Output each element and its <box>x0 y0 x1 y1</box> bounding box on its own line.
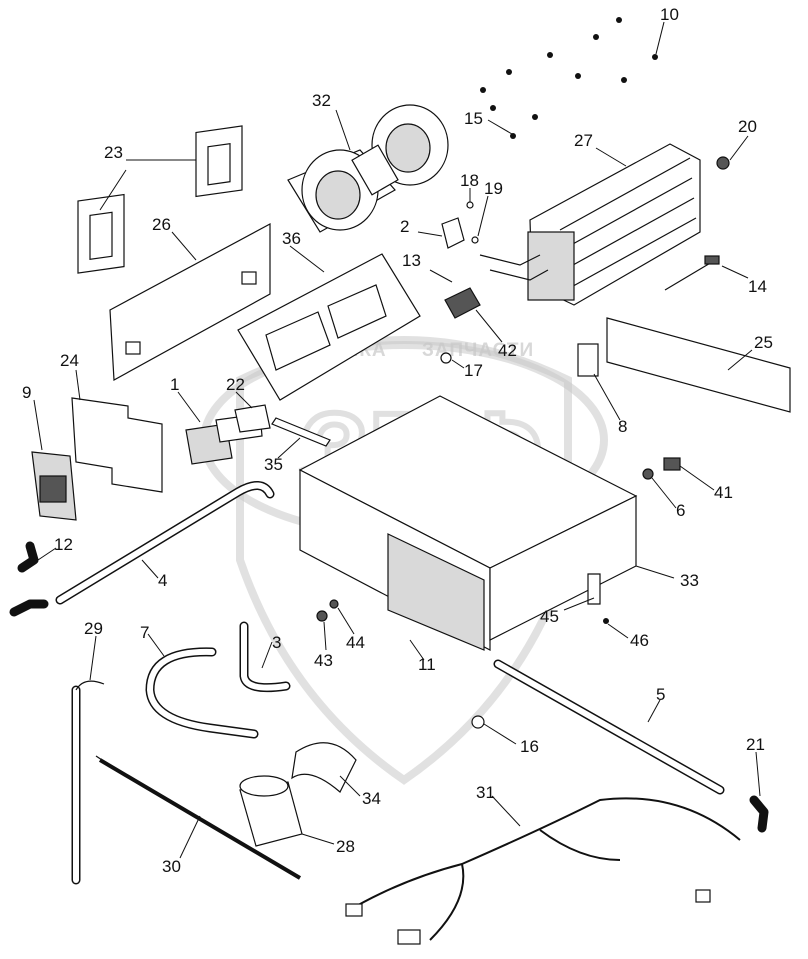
panel-26 <box>109 222 271 381</box>
screws-10 <box>480 17 658 139</box>
fitting-41 <box>663 457 681 471</box>
sensor-14 <box>664 255 720 291</box>
leader-lines <box>33 21 761 859</box>
callout-11: 11 <box>418 655 436 674</box>
callout-43: 43 <box>314 651 333 670</box>
callout-26: 26 <box>152 215 171 234</box>
callout-35: 35 <box>264 455 283 474</box>
callout-20: 20 <box>738 117 757 136</box>
hose-29 <box>71 680 105 885</box>
label-8 <box>577 343 599 377</box>
filter-frames-23 <box>77 125 243 274</box>
shroud-34 <box>291 742 357 793</box>
insulation-24 <box>71 397 163 493</box>
callout-12: 12 <box>54 535 73 554</box>
callout-17: 17 <box>464 361 483 380</box>
fitting-6 <box>642 468 654 480</box>
callout-2: 2 <box>400 217 409 236</box>
strip-35 <box>271 417 331 447</box>
bracket-22 <box>234 404 271 433</box>
grommet-20 <box>716 156 730 170</box>
expansion-valve-2 <box>441 217 465 249</box>
callout-8: 8 <box>618 417 627 436</box>
callout-16: 16 <box>520 737 539 756</box>
bracket-plate-36 <box>237 253 421 401</box>
callout-10: 10 <box>660 5 679 24</box>
callout-27: 27 <box>574 131 593 150</box>
tube-5 <box>493 659 725 795</box>
callout-4: 4 <box>158 571 167 590</box>
callout-9: 9 <box>22 383 31 402</box>
callout-23: 23 <box>104 143 123 162</box>
clamp-16 <box>471 715 485 729</box>
elbow-small <box>9 599 49 617</box>
drier-28 <box>239 775 303 847</box>
callout-46: 46 <box>630 631 649 650</box>
o-ring-18 <box>466 201 474 209</box>
callout-3: 3 <box>272 633 281 652</box>
callout-14: 14 <box>748 277 767 296</box>
callout-7: 7 <box>140 623 149 642</box>
callout-13: 13 <box>402 251 421 270</box>
core-pipes <box>479 254 549 281</box>
clip-17 <box>440 352 452 364</box>
control-head-9 <box>31 451 77 521</box>
callout-labels: 10 15 32 27 20 23 18 19 26 2 36 13 14 42… <box>22 5 773 876</box>
callout-24: 24 <box>60 351 79 370</box>
callout-1: 1 <box>170 375 179 394</box>
callout-29: 29 <box>84 619 103 638</box>
callout-45: 45 <box>540 607 559 626</box>
callout-18: 18 <box>460 171 479 190</box>
screw-46 <box>603 618 609 624</box>
main-housing-33 <box>298 395 638 651</box>
callout-41: 41 <box>714 483 733 502</box>
line-7 <box>145 647 259 739</box>
callout-6: 6 <box>676 501 685 520</box>
callout-15: 15 <box>464 109 483 128</box>
callout-31: 31 <box>476 783 495 802</box>
o-ring-19 <box>471 236 479 244</box>
bracket-45 <box>587 573 601 605</box>
callout-22: 22 <box>226 375 245 394</box>
callout-5: 5 <box>656 685 665 704</box>
callout-21: 21 <box>746 735 765 754</box>
harness-31 <box>345 797 741 945</box>
line-30 <box>95 755 302 880</box>
callout-30: 30 <box>162 857 181 876</box>
elbow-12 <box>17 541 39 573</box>
callout-19: 19 <box>484 179 503 198</box>
elbow-21 <box>749 795 769 833</box>
part-44 <box>329 599 339 609</box>
callout-25: 25 <box>754 333 773 352</box>
callout-44: 44 <box>346 633 365 652</box>
hose-4 <box>55 481 275 605</box>
watermark-right-text: ЗАПЧАСТИ <box>422 340 534 361</box>
callout-34: 34 <box>362 789 381 808</box>
heater-core-27 <box>527 143 701 306</box>
callout-28: 28 <box>336 837 355 856</box>
resistor-42 <box>444 287 481 319</box>
part-43 <box>316 610 328 622</box>
callout-36: 36 <box>282 229 301 248</box>
blower-motor-32 <box>287 104 449 233</box>
callout-33: 33 <box>680 571 699 590</box>
callout-32: 32 <box>312 91 331 110</box>
callout-42: 42 <box>498 341 517 360</box>
panel-25 <box>606 317 791 413</box>
hose-3 <box>239 621 291 693</box>
